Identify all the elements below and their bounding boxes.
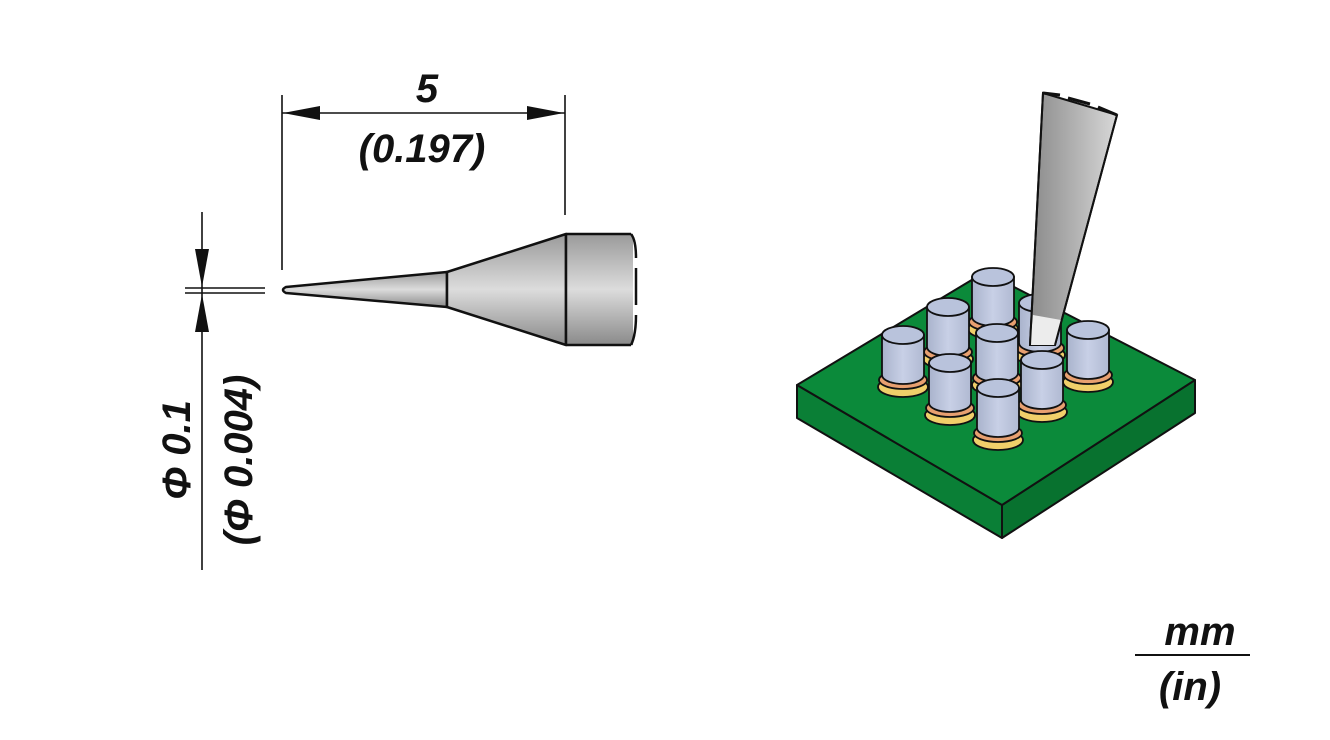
length-in-label: (0.197): [359, 127, 486, 171]
pin-top: [971, 267, 1015, 287]
units-mm: mm: [1164, 610, 1235, 654]
pin: [1016, 350, 1068, 423]
tip-taper-cone: [445, 232, 568, 347]
pin-top: [1066, 320, 1110, 340]
pin-top: [928, 353, 972, 373]
arrowhead-left: [283, 106, 320, 120]
arrowhead-up: [195, 294, 209, 332]
pin-body: [976, 387, 1020, 438]
pin-body: [1066, 329, 1110, 380]
tip-fine-cone: [281, 270, 449, 309]
pin: [877, 325, 929, 398]
length-mm-label: 5: [416, 67, 439, 111]
pin-body: [1020, 359, 1064, 410]
soldering-iron-tip: [1028, 91, 1119, 346]
pin-top: [1020, 350, 1064, 370]
pin-body: [881, 334, 925, 385]
arrowhead-down: [195, 249, 209, 287]
pin-top: [976, 378, 1020, 398]
pin-top: [975, 323, 1019, 343]
pin: [924, 353, 976, 426]
units-legend: mm (in): [1135, 610, 1250, 709]
length-dimension: [281, 95, 566, 270]
arrowhead-right: [527, 106, 564, 120]
tip-shank: [566, 234, 633, 345]
pin-body: [928, 362, 972, 413]
units-in: (in): [1159, 665, 1221, 709]
pins-back: [877, 267, 1114, 398]
shank-break-line: [629, 233, 638, 346]
diameter-in-label: (Φ 0.004): [217, 375, 261, 546]
tip-side-view: [281, 232, 638, 347]
pin-top: [926, 297, 970, 317]
pin: [1062, 320, 1114, 393]
pin-top: [881, 325, 925, 345]
diameter-dimension: [185, 212, 265, 570]
pin: [972, 378, 1024, 451]
diameter-mm-label: Φ 0.1: [155, 400, 199, 500]
pins-front: [924, 350, 1068, 451]
